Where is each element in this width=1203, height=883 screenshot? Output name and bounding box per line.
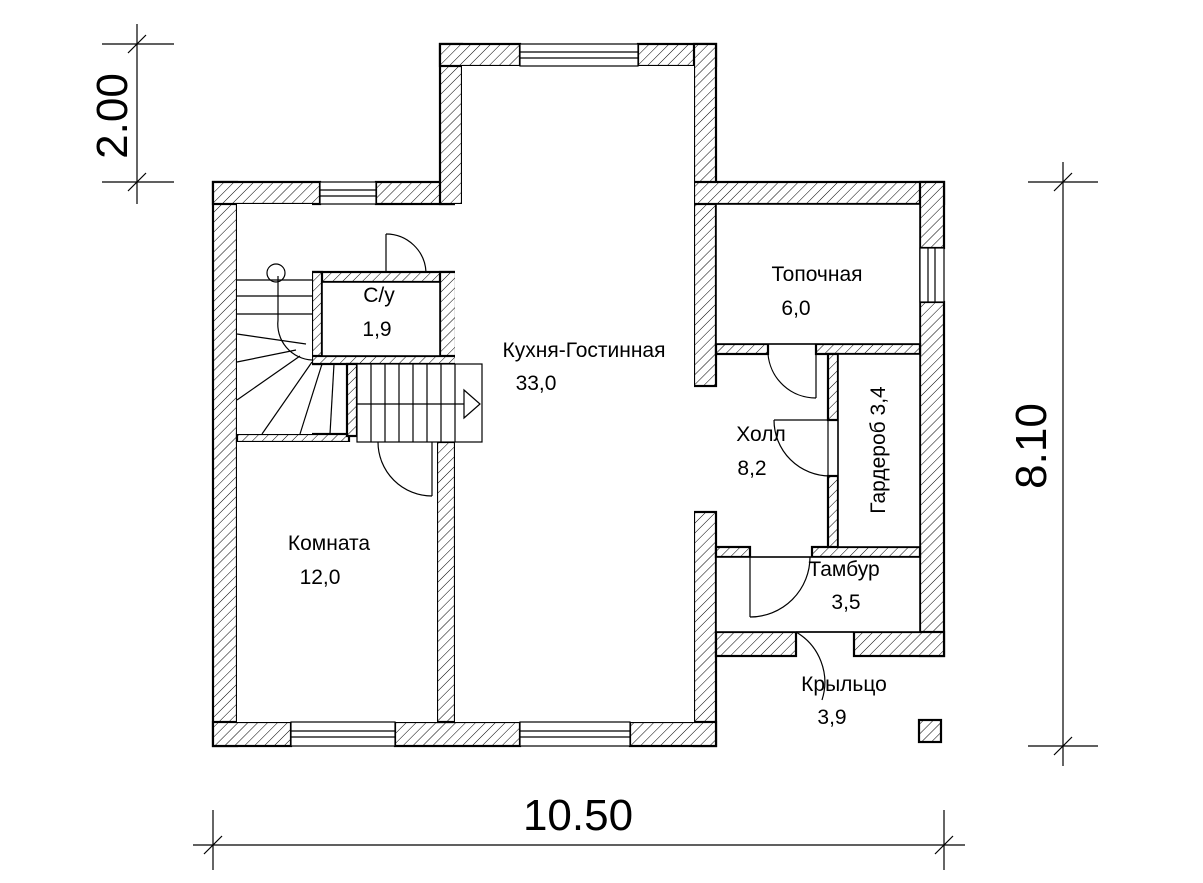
room-furnace-name: Топочная: [771, 263, 862, 286]
wall-vest-top-1: [714, 545, 752, 559]
wall-right-2: [918, 300, 946, 658]
room-kitchen-name: Кухня-Гостинная: [503, 339, 666, 362]
wall-bottom-2: [393, 720, 522, 748]
wall-room-kitchen: [435, 438, 457, 724]
window-top-left: [319, 181, 377, 205]
wall-stair-divider: [345, 362, 359, 438]
room-interiors: [237, 66, 920, 722]
porch-pillar: [917, 718, 943, 744]
wall-room-top-1: [235, 432, 351, 444]
wall-furnace-bottom-2: [814, 342, 922, 356]
wall-bay-left: [438, 42, 464, 206]
room-porch-area: 3,9: [817, 706, 846, 729]
room-su-area: 1,9: [362, 318, 391, 341]
room-wardrobe-area: 3,4: [867, 386, 890, 416]
dimension-width: 10.50: [523, 791, 633, 840]
wall-bay-top-1: [438, 42, 522, 68]
room-hall-area: 8,2: [737, 457, 766, 480]
wall-su-right: [438, 270, 458, 366]
wall-right-top: [692, 180, 946, 206]
wall-vest-top-2: [810, 545, 922, 559]
dimension-height: 8.10: [1007, 403, 1056, 489]
room-porch-name: Крыльцо: [801, 673, 887, 696]
wall-wardrobe-left-1: [826, 352, 840, 422]
door-wardrobe: [773, 419, 831, 477]
wall-su-top: [310, 270, 458, 284]
room-su-name: С/у: [363, 284, 395, 307]
svg-text:Гардероб 3,4: Гардероб 3,4: [867, 386, 890, 514]
window-bottom-1: [290, 721, 396, 747]
window-bottom-2: [519, 721, 631, 747]
wall-porch-right: [852, 630, 946, 658]
dimension-offset: 2.00: [88, 73, 137, 159]
wall-su-left: [310, 270, 324, 366]
wall-left: [211, 180, 239, 748]
door-vestibule: [749, 556, 811, 618]
room-room-area: 12,0: [300, 566, 341, 589]
wall-bottom-1: [211, 720, 293, 748]
wall-porch-left: [714, 630, 798, 658]
wall-top-left-1: [211, 180, 322, 206]
staircase: [236, 263, 483, 443]
wall-wardrobe-left-2: [826, 474, 840, 550]
dimension-lines: [102, 24, 1098, 870]
room-kitchen-area: 33,0: [516, 372, 557, 395]
room-vestibule-area: 3,5: [831, 591, 860, 614]
windows: [290, 43, 945, 747]
wall-bay-right-upper: [692, 42, 718, 388]
doors: [377, 233, 854, 701]
door-entrance: [795, 631, 854, 701]
wall-su-bottom: [310, 354, 458, 366]
room-wardrobe-label: Гардероб 3,4: [867, 386, 890, 514]
window-right: [919, 247, 945, 303]
room-furnace-area: 6,0: [781, 297, 810, 320]
wall-furnace-bottom-1: [714, 342, 770, 356]
door-furnace: [767, 353, 817, 399]
window-bay-top: [519, 43, 639, 67]
door-room: [377, 441, 433, 497]
room-room-name: Комната: [288, 532, 371, 555]
wall-right-1: [918, 180, 946, 250]
room-vestibule-name: Тамбур: [808, 558, 879, 581]
wall-bottom-3: [628, 720, 718, 748]
wall-kitchen-right-lower: [692, 510, 718, 748]
room-hall-name: Холл: [736, 423, 786, 446]
door-su: [385, 233, 427, 273]
room-wardrobe-name: Гардероб: [867, 421, 890, 513]
